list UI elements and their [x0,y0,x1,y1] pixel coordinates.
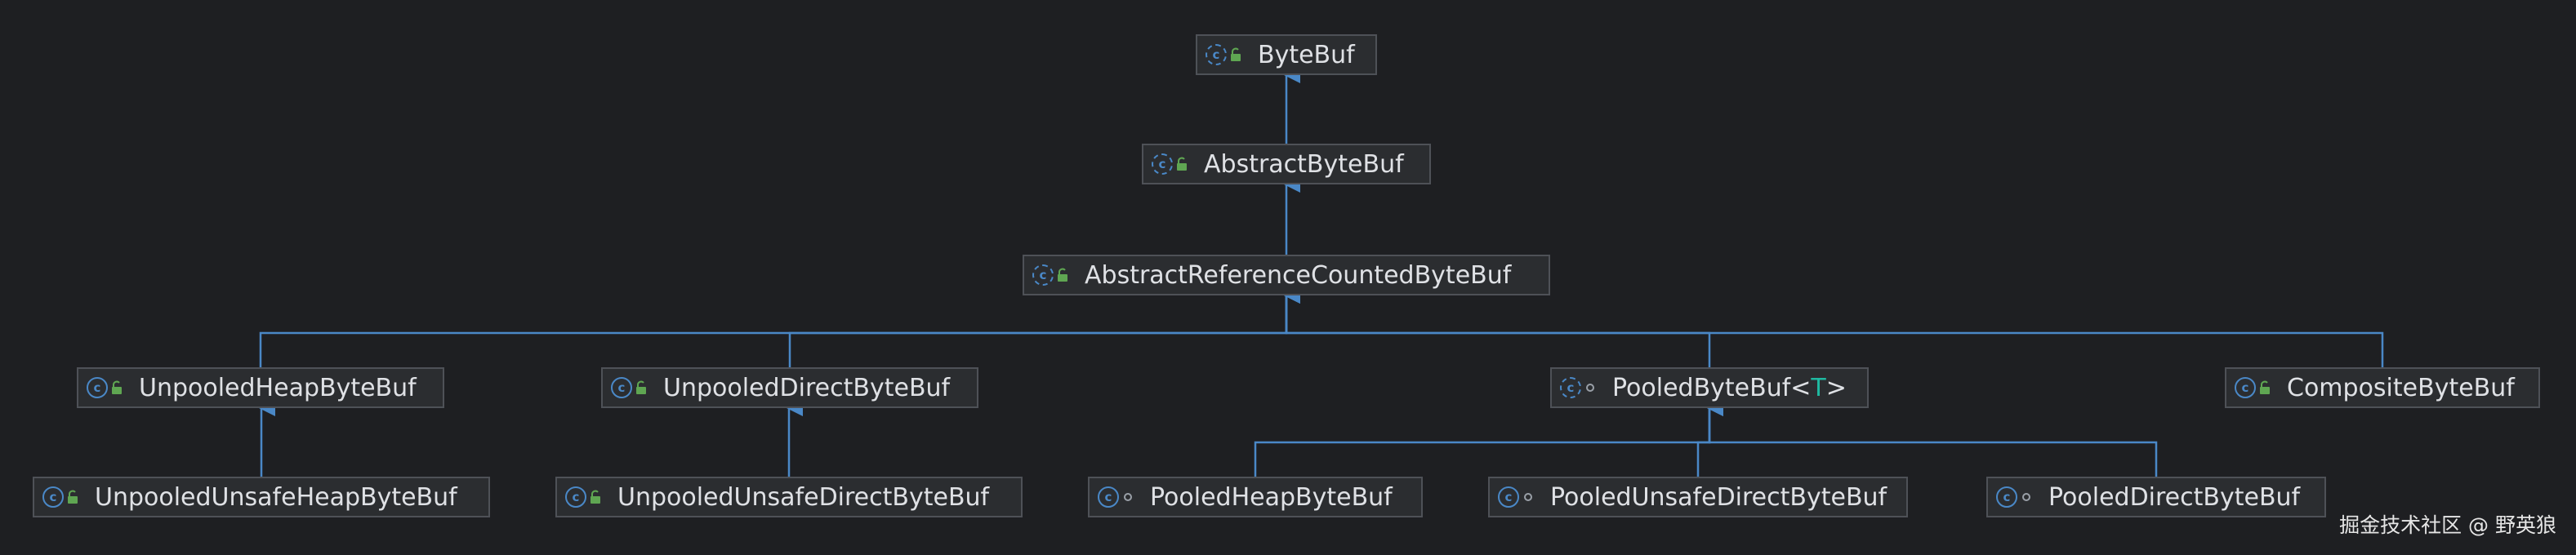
abstract-class-icon: c [1560,377,1581,398]
inheritance-edge-pooled-byte-buf-to-abstract-reference-counted-byte-buf [1284,287,1711,367]
type-param-open: < [1790,373,1812,402]
class-name-label: PooledHeapByteBuf [1150,482,1393,512]
public-lock-icon [591,490,600,504]
class-node-abstract-byte-buf[interactable]: c AbstractByteBuf [1142,144,1431,184]
public-lock-icon [1177,157,1187,171]
class-name-label: PooledByteBuf [1612,373,1791,402]
inheritance-edge-pooled-unsafe-direct-byte-buf-to-pooled-byte-buf [1696,400,1723,477]
abstract-class-icon: c [1206,44,1227,65]
public-lock-icon [1058,268,1067,282]
inheritance-edge-composite-byte-buf-to-abstract-reference-counted-byte-buf [1284,287,2384,367]
class-name-label: UnpooledUnsafeDirectByteBuf [617,482,990,512]
package-private-icon [1524,493,1532,501]
class-node-pooled-direct-byte-buf[interactable]: c PooledDirectByteBuf [1986,477,2326,517]
class-name-label: ByteBuf [1258,40,1355,69]
abstract-class-icon: c [1152,153,1173,175]
class-name-label: PooledDirectByteBuf [2048,482,2301,512]
public-lock-icon [636,380,646,394]
class-icon: c [1498,486,1519,508]
class-node-composite-byte-buf[interactable]: c CompositeByteBuf [2225,367,2540,408]
class-icon: c [1098,486,1119,508]
class-name-label: UnpooledHeapByteBuf [139,373,417,402]
inheritance-edge-pooled-direct-byte-buf-to-pooled-byte-buf [1707,400,2158,477]
class-name-label: AbstractReferenceCountedByteBuf [1085,260,1512,290]
package-private-icon [1586,384,1594,392]
class-icon: c [42,486,64,508]
class-icon: c [2235,377,2256,398]
inheritance-edge-unpooled-direct-byte-buf-to-abstract-reference-counted-byte-buf [788,287,1300,367]
class-node-byte-buf[interactable]: c ByteBuf [1196,34,1377,75]
class-icon: c [87,377,108,398]
watermark: 掘金技术社区 @ 野英狼 [2339,513,2556,537]
class-name-label: AbstractByteBuf [1204,149,1404,179]
class-icon: c [1996,486,2017,508]
class-node-unpooled-unsafe-heap-byte-buf[interactable]: c UnpooledUnsafeHeapByteBuf [33,477,490,517]
class-node-abstract-reference-counted-byte-buf[interactable]: c AbstractReferenceCountedByteBuf [1023,255,1550,295]
class-node-unpooled-unsafe-direct-byte-buf[interactable]: c UnpooledUnsafeDirectByteBuf [555,477,1023,517]
abstract-class-icon: c [1032,264,1054,286]
class-icon: c [565,486,586,508]
class-name-label: UnpooledDirectByteBuf [663,373,951,402]
inheritance-edge-unpooled-heap-byte-buf-to-abstract-reference-counted-byte-buf [259,287,1300,367]
package-private-icon [2022,493,2030,501]
type-param: T [1811,373,1826,402]
type-param-close: > [1825,373,1847,402]
package-private-icon [1124,493,1132,501]
class-node-pooled-byte-buf[interactable]: c PooledByteBuf<T> [1550,367,1869,408]
public-lock-icon [2260,380,2270,394]
public-lock-icon [112,380,122,394]
public-lock-icon [1231,47,1241,61]
inheritance-edge-pooled-heap-byte-buf-to-pooled-byte-buf [1254,400,1723,477]
class-node-pooled-unsafe-direct-byte-buf[interactable]: c PooledUnsafeDirectByteBuf [1488,477,1908,517]
public-lock-icon [68,490,78,504]
class-name-label: CompositeByteBuf [2287,373,2515,402]
class-node-unpooled-direct-byte-buf[interactable]: c UnpooledDirectByteBuf [601,367,978,408]
class-icon: c [611,377,632,398]
class-node-unpooled-heap-byte-buf[interactable]: c UnpooledHeapByteBuf [77,367,444,408]
class-name-label: PooledUnsafeDirectByteBuf [1550,482,1887,512]
class-name-label: UnpooledUnsafeHeapByteBuf [95,482,457,512]
class-node-pooled-heap-byte-buf[interactable]: c PooledHeapByteBuf [1088,477,1423,517]
